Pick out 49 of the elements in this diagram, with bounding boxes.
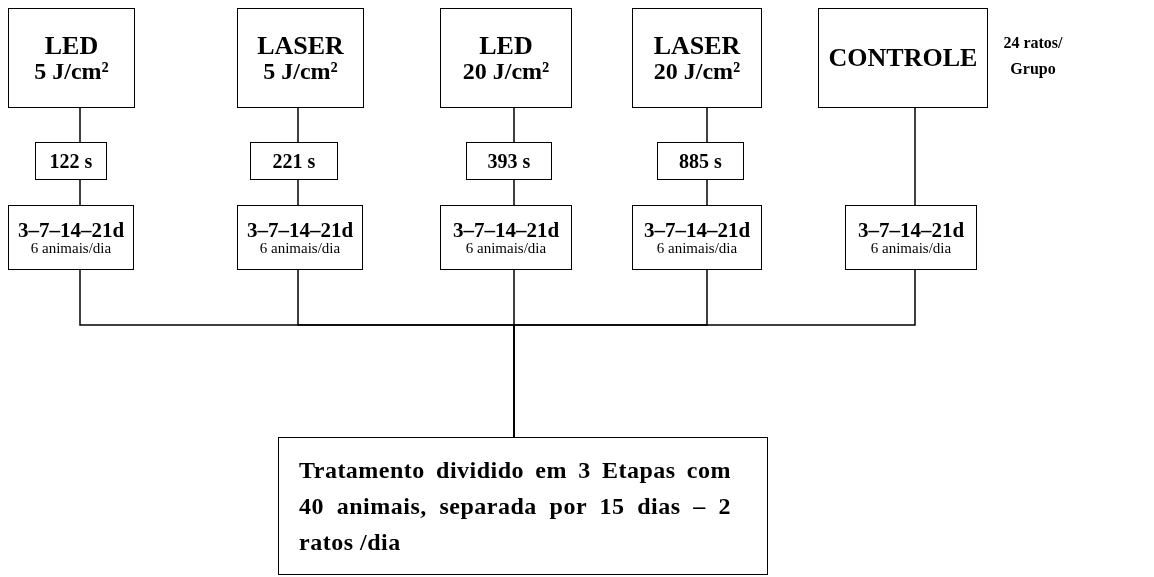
connector-line: [297, 179, 299, 206]
connector-line: [79, 107, 81, 143]
group-box: [632, 8, 762, 108]
schedule-box: [440, 205, 572, 270]
group-box: [818, 8, 988, 108]
day-schedule: 3–7–14–21d: [246, 218, 354, 241]
dose-label: 5 J/cm²: [263, 59, 338, 85]
day-schedule: 3–7–14–21d: [17, 218, 125, 241]
group-box: [237, 8, 364, 108]
duration-box: [466, 142, 552, 180]
group-box: [440, 8, 572, 108]
animal-count: 6 animais/dia: [656, 240, 738, 257]
dose-label: 20 J/cm²: [462, 59, 550, 85]
animal-count: 6 animais/dia: [465, 240, 547, 257]
group-name: LASER: [653, 31, 741, 60]
group-size-note: 24 ratos/ Grupo: [1002, 33, 1064, 80]
animal-count: 6 animais/dia: [259, 240, 341, 257]
note-box: [278, 437, 768, 575]
note-text: Tratamento dividido em 3 Etapas com 40 animais, separada por 15 dias – 2 ratos /dia: [298, 456, 732, 557]
schedule-box: [237, 205, 363, 270]
duration-label: 122 s: [49, 150, 93, 172]
schedule-box: [8, 205, 134, 270]
group-name: CONTROLE: [828, 44, 978, 72]
connector-line: [297, 107, 299, 143]
duration-label: 393 s: [487, 150, 531, 172]
animal-count: 6 animais/dia: [870, 240, 952, 257]
connector-line: [914, 107, 916, 206]
group-name: LED: [44, 31, 99, 60]
connector-line: [706, 107, 708, 143]
group-name: LED: [479, 31, 533, 60]
connector-line: [706, 179, 708, 206]
schedule-box: [845, 205, 977, 270]
day-schedule: 3–7–14–21d: [857, 218, 965, 241]
animal-count: 6 animais/dia: [30, 240, 112, 257]
group-box: [8, 8, 135, 108]
duration-box: [657, 142, 744, 180]
schedule-box: [632, 205, 762, 270]
duration-box: [35, 142, 107, 180]
group-name: LASER: [257, 31, 344, 60]
connector-line: [513, 107, 515, 143]
duration-box: [250, 142, 338, 180]
duration-label: 885 s: [679, 150, 722, 172]
dose-label: 5 J/cm²: [34, 59, 109, 85]
day-schedule: 3–7–14–21d: [643, 218, 751, 241]
duration-label: 221 s: [272, 150, 316, 172]
connector-line: [79, 179, 81, 206]
dose-label: 20 J/cm²: [653, 59, 741, 85]
day-schedule: 3–7–14–21d: [452, 218, 560, 241]
connector-line: [513, 179, 515, 206]
